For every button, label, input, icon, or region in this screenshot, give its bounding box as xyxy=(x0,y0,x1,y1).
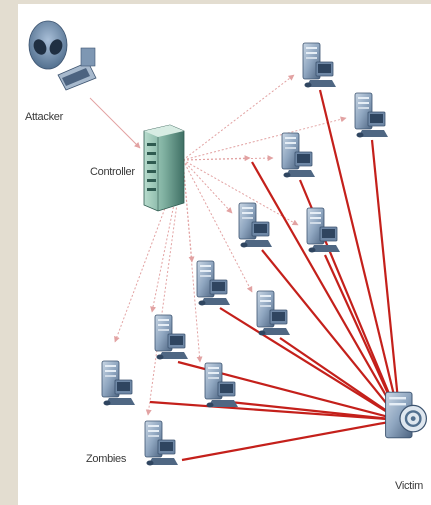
attack-arrow-zombie-10 xyxy=(149,400,402,425)
control-arrow-attacker xyxy=(89,97,141,149)
control-arrow-controller xyxy=(145,159,184,416)
controller-server-controller-icon xyxy=(143,124,185,212)
control-arrow-controller xyxy=(182,159,203,363)
nodes-layer xyxy=(28,20,428,466)
victim-label: Victim xyxy=(395,480,423,492)
control-arrow-controller xyxy=(182,74,295,161)
control-arrow-controller xyxy=(182,116,347,161)
attack-arrow-zombie-1 xyxy=(318,89,404,422)
control-arrow-controller xyxy=(182,159,233,214)
attack-arrow-zombie-6 xyxy=(219,307,401,421)
control-arrow-controller xyxy=(182,159,253,293)
edges-layer xyxy=(89,74,405,462)
controller-label: Controller xyxy=(90,166,135,178)
attack-arrow-zombie-12 xyxy=(251,161,401,421)
attack-arrow-zombie-2 xyxy=(370,139,405,422)
attacker-label: Attacker xyxy=(25,111,64,123)
diagram-panel xyxy=(18,4,431,505)
attack-arrow-zombie-11 xyxy=(181,416,402,462)
attack-arrow-zombie-7 xyxy=(279,337,401,421)
zombies-label: Zombies xyxy=(86,453,127,465)
attacker-alien-attacker-icon xyxy=(28,20,97,91)
control-arrow-controller xyxy=(182,155,251,162)
attack-arrow-zombie-5 xyxy=(261,249,401,421)
